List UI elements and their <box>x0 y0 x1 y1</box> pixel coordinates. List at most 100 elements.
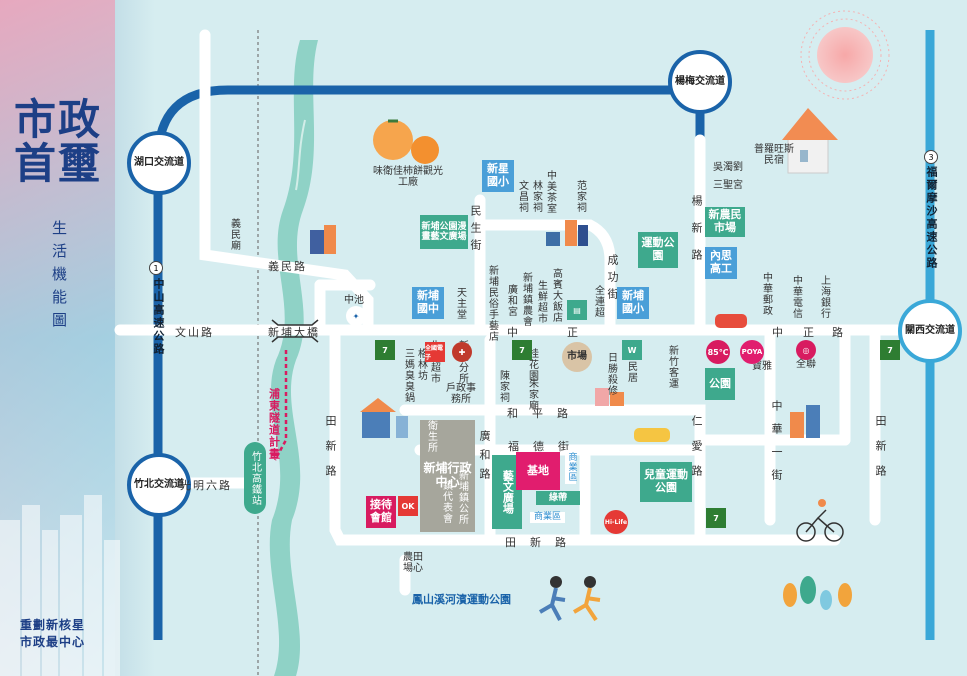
green-belt: 綠帶 <box>536 491 580 505</box>
road-fude: 福德街 <box>508 440 583 453</box>
commercial-zone-v: 商業區 <box>565 450 577 484</box>
slogan-line-2: 市政最中心 <box>20 635 86 649</box>
park-fengshan: 鳳山溪河濱運動公園 <box>412 593 511 606</box>
highway-3-shield: 3 <box>924 150 938 164</box>
admin-center: 新埔行政中心 <box>420 420 475 532</box>
runners-illustration <box>538 576 601 622</box>
poi-zhongchi: 中池 <box>344 295 364 306</box>
slogan-line-1: 重劃新核星 <box>20 618 86 632</box>
poi-household: 戶政事務所 <box>446 383 476 405</box>
title-line-2: 首璽 <box>14 139 103 188</box>
school-xinpu-es: 新埔國小 <box>617 287 649 319</box>
poi-farm-center: 農田場心 <box>403 552 423 574</box>
poi-shengxian: 生鮮超市 <box>535 280 547 324</box>
car-illustrations <box>634 314 747 442</box>
school-xinxing: 新星國小 <box>482 160 514 192</box>
park-sports: 運動公園 <box>638 232 678 268</box>
road-xinpu-bridge: 新埔大橋 <box>268 326 320 339</box>
poi-quanlian: 全聯 <box>796 359 816 370</box>
poi-yimin-temple: 義民廟 <box>228 218 240 251</box>
poya-icon: POYA <box>740 340 764 364</box>
school-xinpu-jh: 新埔國中 <box>412 287 444 319</box>
road-minsheng: 民生街 <box>469 205 482 256</box>
road-zhongzheng-3: 中 <box>772 326 785 339</box>
road-guangming6: 光明六路 <box>180 479 232 492</box>
slogan: 重劃新核星 市政最中心 <box>20 617 85 651</box>
poi-town-office: 新埔鎮公所 <box>456 470 468 525</box>
poi-wenchang: 文昌祠 <box>516 180 528 213</box>
poi-bnb: 普羅旺斯民宿 <box>754 144 794 166</box>
poi-zhongmei: 中美茶室 <box>544 170 556 214</box>
highway-1-label: 中山高速公路 <box>152 278 165 356</box>
seven-eleven-icon-4: 7 <box>880 340 900 360</box>
zhongchi-icon: ✦ <box>346 306 366 326</box>
comic-plaza: 新埔公園漫畫藝文廣場 <box>420 215 468 249</box>
interchange-hukou: 湖口交流道 <box>127 131 191 195</box>
new-farmer-market: 新農民市場 <box>705 207 745 237</box>
road-network <box>114 29 911 596</box>
road-zhongzheng-2: 正 <box>567 326 580 339</box>
bnb-house-illustration <box>782 108 838 174</box>
poi-sanitation: 衛生所 <box>425 420 437 453</box>
poi-rep-assembly: 鎮代表會 <box>440 480 452 524</box>
road-zhongzheng-1: 中 <box>507 326 520 339</box>
road-yimin: 義民路 <box>268 260 307 273</box>
poi-shanghai-bank: 上海銀行 <box>818 275 830 319</box>
commercial-zone-h: 商業區 <box>530 512 566 524</box>
road-renai: 仁愛路 <box>690 415 703 490</box>
building-illustrations <box>310 220 820 438</box>
interchange-yangmei: 楊梅交流道 <box>668 50 732 114</box>
bridge-marks <box>271 319 319 343</box>
road-heping: 和平路 <box>507 407 582 420</box>
road-tianxin-v1: 田新路 <box>324 415 337 490</box>
poi-gebin: 格林坊 <box>415 348 427 381</box>
poi-zhu: 朱家廟 <box>526 378 538 411</box>
reception-hall: 接待會館 <box>366 496 396 528</box>
poi-rishen: 日勝殺修 <box>605 352 617 396</box>
highway-1-shield: 1 <box>149 261 163 275</box>
poi-folk: 新埔民俗手藝店 <box>486 265 498 342</box>
project-base: 基地 <box>516 452 560 490</box>
interchange-zhubei: 竹北交流道 <box>127 453 191 517</box>
poi-guanghe: 廣和宮 <box>505 284 517 317</box>
road-tianxin: 田新路 <box>505 536 580 549</box>
highway-3-label: 福爾摩沙高速公路 <box>925 166 938 270</box>
poi-chen: 陳家祠 <box>497 370 509 403</box>
watsons-icon: W <box>622 340 642 360</box>
road-zhongzheng-4: 正 <box>803 326 816 339</box>
road-yangxin: 楊新路 <box>690 195 703 276</box>
road-tianxin-v2: 田新路 <box>874 415 887 490</box>
poi-guihua: 桂花園 <box>526 348 538 381</box>
poi-gaobin: 高賓大飯店 <box>550 268 562 323</box>
hilife-icon: Hi-Life <box>604 510 628 534</box>
road-wenshan: 文山路 <box>175 326 214 339</box>
market: 市場 <box>562 342 592 372</box>
seven-eleven-icon-3: 7 <box>706 508 726 528</box>
park-children: 兒童運動公園 <box>640 462 692 502</box>
poi-telecom: 中華電信 <box>790 275 802 319</box>
river <box>269 40 318 676</box>
road-zhongzheng-5: 路 <box>832 326 845 339</box>
poi-xinpu-branch: 新埔分所 <box>456 340 468 384</box>
poi-poya: 寶雅 <box>752 361 772 372</box>
page-title: 市政 首璽 <box>14 98 102 186</box>
sun-illustration <box>800 10 890 100</box>
seven-eleven-icon-2: 7 <box>512 340 532 360</box>
poi-post: 中華郵政 <box>760 272 772 316</box>
road-zhonghua: 中華一街 <box>770 400 783 492</box>
school-neisi: 內思高工 <box>705 247 737 279</box>
road-guanghe: 廣和路 <box>478 430 491 487</box>
poi-farm: 新埔鎮農會 <box>520 272 532 327</box>
page-subtitle: 生活機能圖 <box>50 220 68 335</box>
ok-mart-icon: OK <box>398 496 418 516</box>
tree-illustrations <box>783 576 852 610</box>
poi-sanma: 三媽臭臭鍋 <box>402 348 414 403</box>
poi-quanmin: 全民居 <box>625 350 637 383</box>
poi-fan: 范家祠 <box>574 180 586 213</box>
title-line-1: 市政 <box>14 95 103 144</box>
park-public: 公園 <box>705 368 735 400</box>
skyline-illustration <box>0 495 120 676</box>
